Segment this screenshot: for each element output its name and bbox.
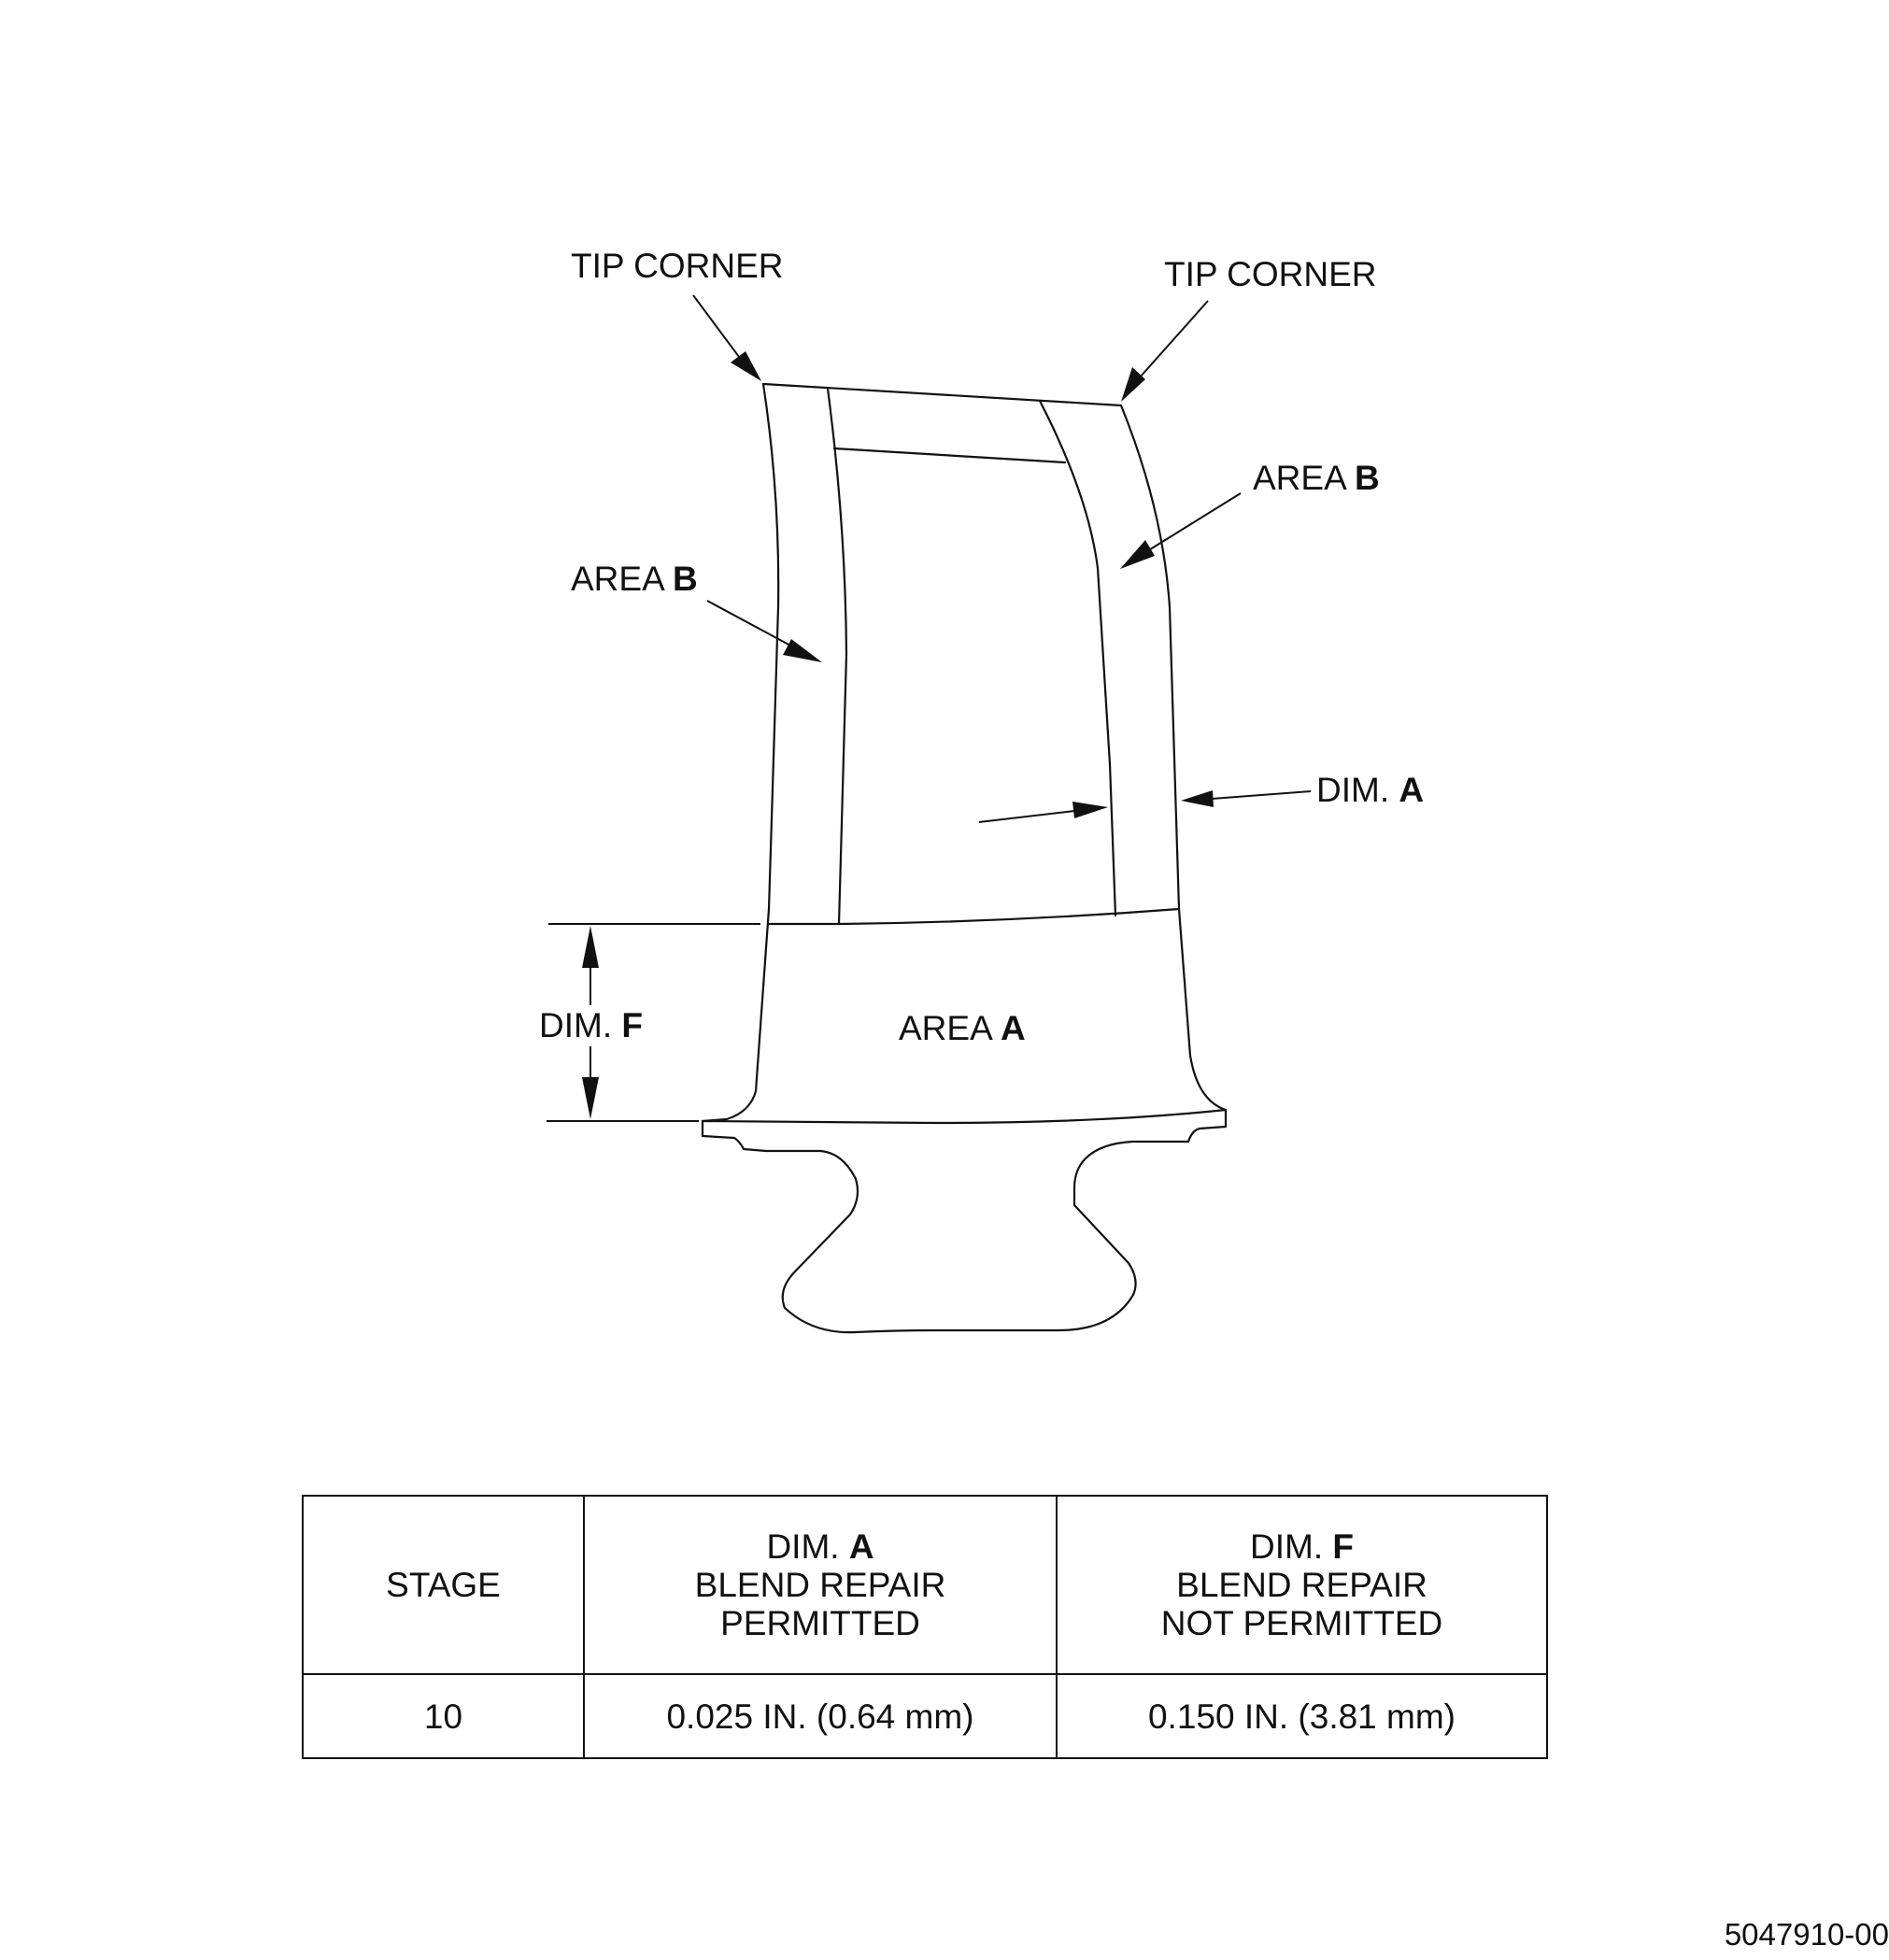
dim-a-outer-arrowhead bbox=[1181, 790, 1214, 807]
area-b-right-arrowhead bbox=[1120, 540, 1155, 569]
tip-corner-right-leader bbox=[1139, 300, 1209, 378]
blade-root-dovetail bbox=[701, 1108, 1228, 1334]
dim-f-label: DIM. F bbox=[539, 1006, 643, 1044]
area-b-right-label: AREA B bbox=[1253, 459, 1380, 497]
header-dim-f-line1: DIM. F bbox=[1250, 1527, 1354, 1566]
tip-corner-left-arrowhead bbox=[731, 351, 761, 381]
header-dim-a-line3: PERMITTED bbox=[720, 1604, 920, 1642]
area-a-label: AREA A bbox=[899, 1009, 1026, 1047]
blade-airfoil-outline bbox=[761, 382, 1228, 1112]
dim-f-arrowhead-top bbox=[582, 926, 599, 968]
blade-leading-edge bbox=[701, 382, 780, 1123]
tip-corner-right-label: TIP CORNER bbox=[1164, 255, 1377, 293]
dim-a-inner-leader bbox=[978, 810, 1075, 823]
header-dim-f-line2: BLEND REPAIR bbox=[1176, 1566, 1427, 1604]
header-stage: STAGE bbox=[302, 1495, 585, 1675]
tip-corner-left-leader bbox=[692, 294, 746, 365]
dim-a-outer-leader bbox=[1211, 790, 1312, 800]
cell-dim-f: 0.150 IN. (3.81 mm) bbox=[1056, 1673, 1548, 1759]
header-dim-a-line1: DIM. A bbox=[766, 1527, 874, 1566]
tip-corner-right-arrowhead bbox=[1121, 367, 1145, 402]
area-b-left-boundary bbox=[826, 387, 848, 926]
blend-repair-table: STAGE DIM. A BLEND REPAIR PERMITTED DIM.… bbox=[302, 1495, 1548, 1759]
area-b-right-boundary bbox=[1038, 399, 1117, 917]
figure-id: 5047910-00 bbox=[1724, 1917, 1889, 1952]
table-header-row: STAGE DIM. A BLEND REPAIR PERMITTED DIM.… bbox=[302, 1495, 1548, 1675]
table-row: 10 0.025 IN. (0.64 mm) 0.150 IN. (3.81 m… bbox=[302, 1673, 1548, 1759]
area-b-left-leader bbox=[706, 600, 793, 647]
cell-dim-a: 0.025 IN. (0.64 mm) bbox=[583, 1673, 1058, 1759]
area-b-left-arrowhead bbox=[783, 639, 822, 662]
header-dim-f-line3: NOT PERMITTED bbox=[1160, 1604, 1443, 1642]
dim-a-inner-arrowhead bbox=[1072, 802, 1108, 818]
header-dim-f: DIM. F BLEND REPAIR NOT PERMITTED bbox=[1056, 1495, 1548, 1675]
dim-a-label: DIM. A bbox=[1316, 771, 1424, 809]
header-dim-a: DIM. A BLEND REPAIR PERMITTED bbox=[583, 1495, 1058, 1675]
dim-f-arrowhead-bottom bbox=[582, 1077, 599, 1119]
area-b-top-boundary bbox=[832, 447, 1067, 464]
area-b-left-label: AREA B bbox=[571, 560, 698, 598]
cell-stage: 10 bbox=[302, 1673, 585, 1759]
platform-top-line bbox=[701, 1108, 1228, 1125]
area-b-right-leader bbox=[1146, 492, 1242, 552]
tip-corner-left-label: TIP CORNER bbox=[571, 247, 784, 285]
header-dim-a-line2: BLEND REPAIR bbox=[694, 1566, 946, 1604]
area-a-top-boundary bbox=[767, 907, 1181, 926]
